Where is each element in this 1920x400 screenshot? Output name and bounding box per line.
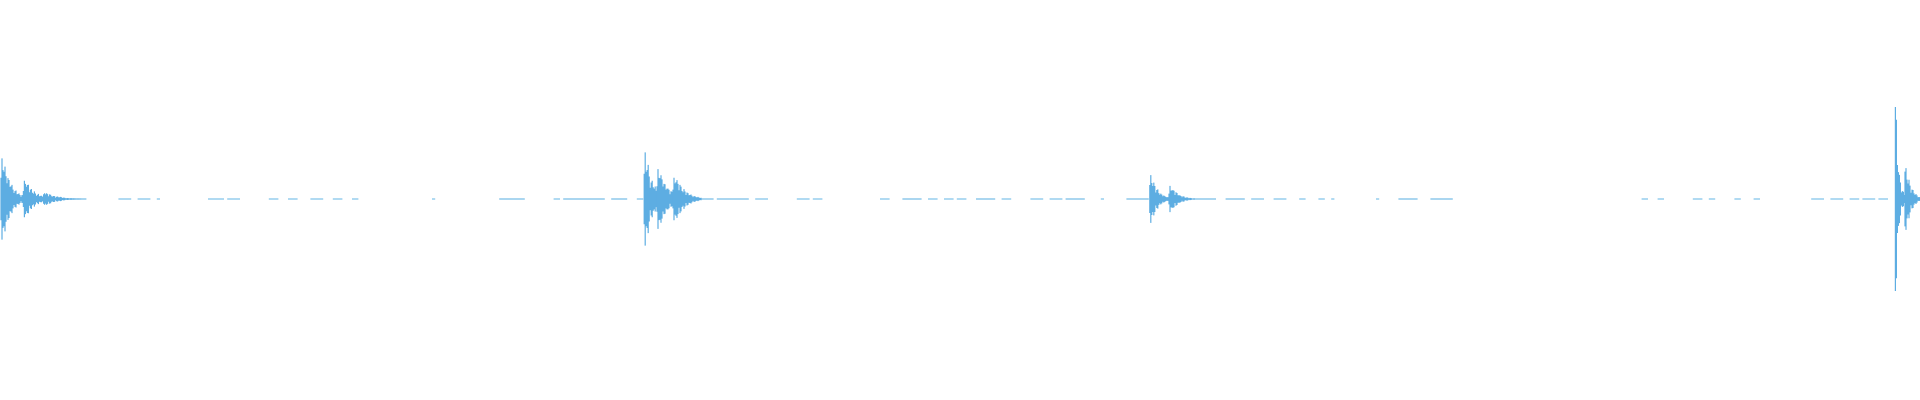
waveform-burst-layer (0, 107, 1920, 291)
waveform-burst (672, 177, 702, 221)
waveform-burst (1149, 175, 1173, 223)
waveform-burst (0, 158, 27, 240)
waveform-burst (1894, 107, 1905, 291)
waveform-burst (42, 193, 82, 205)
waveform-burst (1168, 185, 1195, 213)
waveform-burst (1904, 168, 1920, 230)
